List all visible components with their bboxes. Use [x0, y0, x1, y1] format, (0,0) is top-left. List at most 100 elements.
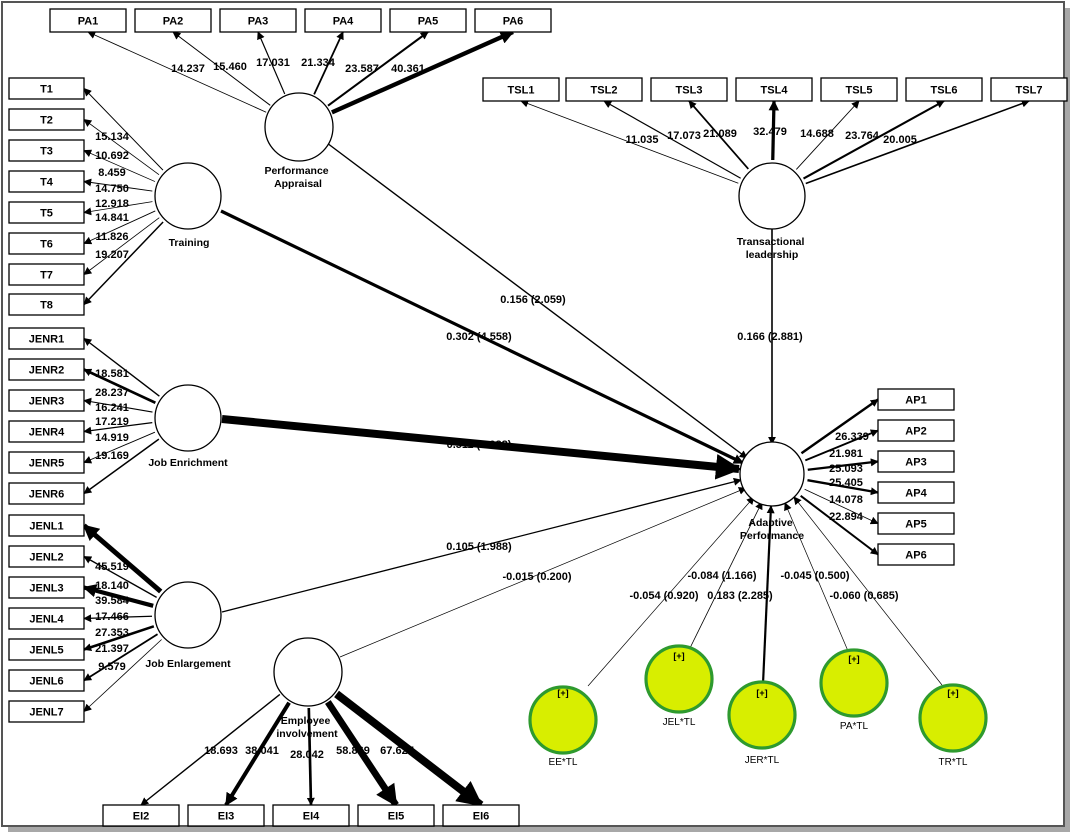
indicator-t5[interactable]: T5 — [8, 201, 85, 224]
indicator-jenr6[interactable]: JENR6 — [8, 482, 85, 505]
indicator-ei3[interactable]: EI3 — [187, 804, 265, 827]
indicator-jenr3[interactable]: JENR3 — [8, 389, 85, 412]
indicator-tsl5[interactable]: TSL5 — [820, 77, 898, 102]
indicator-ei4[interactable]: EI4 — [272, 804, 350, 827]
label-performance-appraisal: Performance Appraisal — [264, 165, 331, 190]
indicator-box — [877, 419, 955, 442]
weight-jenr3: 16.241 — [95, 402, 129, 414]
loading-arrow-ap1 — [800, 398, 879, 455]
indicator-t2[interactable]: T2 — [8, 108, 85, 131]
moderator-tr-tl[interactable] — [918, 683, 988, 753]
indicator-tsl7[interactable]: TSL7 — [990, 77, 1068, 102]
indicator-label: AP5 — [905, 519, 926, 531]
indicator-jenr5[interactable]: JENR5 — [8, 451, 85, 474]
indicator-label: AP6 — [905, 550, 926, 562]
indicator-box — [474, 8, 552, 33]
indicator-jenl6[interactable]: JENL6 — [8, 669, 85, 692]
weight-t7: 11.826 — [95, 231, 128, 243]
indicator-ei2[interactable]: EI2 — [102, 804, 180, 827]
indicator-tsl1[interactable]: TSL1 — [482, 77, 560, 102]
weight-jenl6: 21.397 — [95, 643, 129, 655]
indicator-jenl2[interactable]: JENL2 — [8, 545, 85, 568]
weight-ap6: 22.894 — [829, 511, 864, 523]
loading-arrow-tsl5 — [795, 100, 860, 170]
indicator-t8[interactable]: T8 — [8, 293, 85, 316]
indicator-ap2[interactable]: AP2 — [877, 419, 955, 442]
indicator-pa5[interactable]: PA5 — [389, 8, 467, 33]
indicator-box — [8, 514, 85, 537]
indicator-tsl2[interactable]: TSL2 — [565, 77, 643, 102]
indicator-label: T6 — [40, 239, 53, 251]
indicator-label: TSL3 — [676, 85, 703, 97]
weight-tsl4: 32.479 — [753, 126, 787, 138]
indicator-box — [820, 77, 898, 102]
indicator-label: PA4 — [333, 16, 354, 28]
indicator-t1[interactable]: T1 — [8, 77, 85, 100]
indicator-jenr2[interactable]: JENR2 — [8, 358, 85, 381]
moderator-jel-tl[interactable] — [644, 644, 714, 714]
indicator-ap4[interactable]: AP4 — [877, 481, 955, 504]
indicator-ei6[interactable]: EI6 — [442, 804, 520, 827]
indicator-t7[interactable]: T7 — [8, 263, 85, 286]
path-trtl-ap — [793, 496, 943, 686]
weight-t8: 19.207 — [95, 249, 129, 261]
indicator-pa3[interactable]: PA3 — [219, 8, 297, 33]
loading-arrow-jenr4 — [83, 422, 153, 435]
measurement-arrows — [82, 30, 1030, 809]
construct-job-enlargement[interactable] — [154, 581, 222, 649]
indicator-ap5[interactable]: AP5 — [877, 512, 955, 535]
weight-t2: 10.692 — [95, 150, 129, 162]
weight-ap4: 25.405 — [829, 477, 863, 489]
path-jertl-ap — [761, 505, 775, 685]
moderator-jer-tl[interactable] — [727, 680, 797, 750]
indicator-t4[interactable]: T4 — [8, 170, 85, 193]
indicator-pa4[interactable]: PA4 — [304, 8, 382, 33]
indicator-jenl1[interactable]: JENL1 — [8, 514, 85, 537]
indicator-ap1[interactable]: AP1 — [877, 388, 955, 411]
loading-arrow-pa3 — [257, 31, 286, 95]
indicator-ap6[interactable]: AP6 — [877, 543, 955, 566]
label-training: Training — [169, 237, 210, 249]
indicator-jenl7[interactable]: JENL7 — [8, 700, 85, 723]
indicator-pa1[interactable]: PA1 — [49, 8, 127, 33]
indicator-pa2[interactable]: PA2 — [134, 8, 212, 33]
indicator-jenr4[interactable]: JENR4 — [8, 420, 85, 443]
indicator-tsl4[interactable]: TSL4 — [735, 77, 813, 102]
path-jenr-ap — [221, 415, 742, 480]
indicator-jenl3[interactable]: JENL3 — [8, 576, 85, 599]
indicator-ei5[interactable]: EI5 — [357, 804, 435, 827]
label-transactional-leadership: Transactional leadership — [737, 236, 808, 261]
indicator-jenl4[interactable]: JENL4 — [8, 607, 85, 630]
weight-ei3: 38.041 — [245, 745, 279, 757]
weight-jenr2: 28.237 — [95, 387, 129, 399]
indicator-label: T2 — [40, 115, 53, 127]
indicator-pa6[interactable]: PA6 — [474, 8, 552, 33]
indicator-jenr1[interactable]: JENR1 — [8, 327, 85, 350]
loading-arrow-jenl5 — [83, 625, 155, 652]
construct-adaptive-performance[interactable] — [739, 441, 805, 507]
moderator-ee-tl-plus: [+] — [557, 688, 568, 698]
indicator-box — [8, 607, 85, 630]
construct-training[interactable] — [154, 162, 222, 230]
indicator-t6[interactable]: T6 — [8, 232, 85, 255]
indicator-t3[interactable]: T3 — [8, 139, 85, 162]
indicator-tsl3[interactable]: TSL3 — [650, 77, 728, 102]
weight-pa3: 17.031 — [256, 57, 290, 69]
indicator-jenl5[interactable]: JENL5 — [8, 638, 85, 661]
indicator-box — [357, 804, 435, 827]
weight-ap5: 14.078 — [829, 494, 863, 506]
loading-arrow-ei6 — [334, 690, 484, 809]
coef-jenl-ap: 0.105 (1.988) — [446, 541, 512, 553]
indicator-tsl6[interactable]: TSL6 — [905, 77, 983, 102]
indicator-label: TSL1 — [508, 85, 535, 97]
construct-performance-appraisal[interactable] — [264, 92, 334, 162]
moderator-pa-tl[interactable] — [819, 648, 889, 718]
construct-employee-involvement[interactable] — [273, 637, 343, 707]
loading-arrow-jenl4 — [83, 614, 153, 623]
indicator-ap3[interactable]: AP3 — [877, 450, 955, 473]
construct-transactional-leadership[interactable] — [738, 162, 806, 230]
moderator-ee-tl[interactable] — [528, 685, 598, 755]
construct-job-enrichment[interactable] — [154, 384, 222, 452]
coef-ei-ap: -0.015 (0.200) — [502, 571, 571, 583]
label-job-enlargement: Job Enlargement — [145, 658, 231, 670]
